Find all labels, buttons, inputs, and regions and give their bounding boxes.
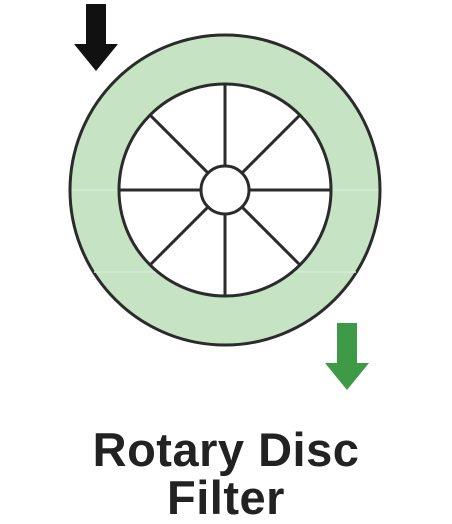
rotary-disc-filter-diagram <box>68 4 382 390</box>
wheel-hub <box>199 164 251 216</box>
diagram-title-line-2: Filter <box>167 471 285 524</box>
arrow-down-icon <box>325 323 369 390</box>
diagram-title-line-1: Rotary Disc <box>92 423 360 476</box>
arrow-down-icon <box>74 4 118 71</box>
